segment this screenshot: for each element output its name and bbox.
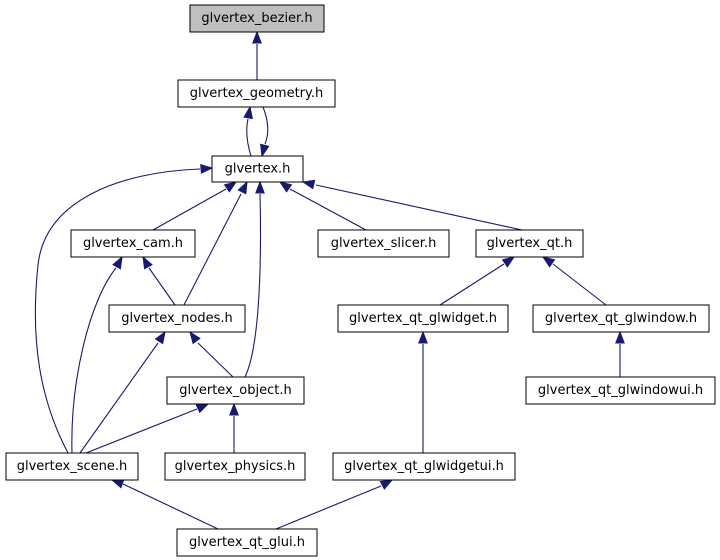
edge-physics-to-object <box>229 402 239 453</box>
edge-object-to-glvertex <box>244 180 265 378</box>
edge-line <box>552 263 607 306</box>
edge-line <box>79 342 159 454</box>
arrowhead-icon <box>501 256 516 268</box>
edge-line <box>246 118 252 157</box>
node-glvertex-nodes[interactable]: glvertex_nodes.h <box>108 304 246 333</box>
node-label: glvertex_bezier.h <box>201 11 312 26</box>
arrowhead-icon <box>229 402 239 416</box>
edge-line <box>148 267 176 306</box>
node-label: glvertex_scene.h <box>17 459 128 474</box>
edge-line <box>152 188 227 231</box>
edge-line <box>85 408 198 454</box>
edge-qt_glwindow-to-qt <box>541 256 607 306</box>
edge-scene-to-nodes <box>79 330 166 454</box>
node-label: glvertex_object.h <box>179 383 291 398</box>
edge-scene-to-cam <box>71 255 123 454</box>
arrowhead-icon <box>142 255 153 270</box>
arrowhead-icon <box>541 256 556 268</box>
arrowhead-icon <box>112 255 123 270</box>
edge-qt_glui-to-qt_glwidgetui <box>275 479 394 530</box>
edge-qt_glwindowui-to-qt_glwindow <box>615 330 625 377</box>
node-glvertex-slicer[interactable]: glvertex_slicer.h <box>317 229 450 258</box>
arrowhead-icon <box>243 105 253 120</box>
arrowhead-icon <box>223 181 238 193</box>
edge-slicer-to-glvertex <box>278 181 367 231</box>
arrowhead-icon <box>237 180 248 195</box>
edge-glvertex-to-geometry <box>243 105 253 157</box>
graph-nodes: glvertex_bezier.h glvertex_geometry.h gl… <box>5 4 716 557</box>
arrowhead-icon <box>252 30 262 44</box>
arrowhead-icon <box>301 179 316 190</box>
arrowhead-icon <box>255 180 265 194</box>
edge-line <box>315 184 523 231</box>
node-glvertex-qt-glwidget[interactable]: glvertex_qt_glwidget.h <box>337 304 509 333</box>
node-label: glvertex_qt.h <box>487 236 573 251</box>
node-label: glvertex_slicer.h <box>331 236 437 251</box>
node-glvertex[interactable]: glvertex.h <box>211 155 304 183</box>
node-glvertex-qt-glwidgetui[interactable]: glvertex_qt_glwidgetui.h <box>332 452 516 481</box>
edge-scene-to-glvertex <box>34 164 214 454</box>
edge-line <box>34 168 201 454</box>
graph-edges <box>34 30 625 530</box>
edge-object-to-nodes <box>189 330 234 378</box>
edge-line <box>289 188 367 231</box>
arrowhead-icon <box>615 330 625 344</box>
arrowhead-icon <box>379 479 394 490</box>
edge-line <box>275 485 382 530</box>
edge-line <box>439 263 505 306</box>
edge-geometry-to-bezier <box>252 30 262 80</box>
edge-line <box>244 193 262 378</box>
arrowhead-icon <box>200 164 214 174</box>
node-label: glvertex_qt_glwidget.h <box>349 311 497 326</box>
edge-geometry-to-glvertex <box>260 106 270 158</box>
node-glvertex-geometry[interactable]: glvertex_geometry.h <box>177 79 336 108</box>
edge-line <box>197 342 234 378</box>
edge-nodes-to-cam <box>142 255 176 306</box>
arrowhead-icon <box>154 330 166 345</box>
node-label: glvertex.h <box>225 162 291 177</box>
arrowhead-icon <box>260 143 270 158</box>
node-label: glvertex_qt_glwindow.h <box>545 311 697 326</box>
edge-line <box>183 193 242 306</box>
node-glvertex-physics[interactable]: glvertex_physics.h <box>164 452 306 481</box>
node-label: glvertex_qt_glui.h <box>189 535 305 550</box>
arrowhead-icon <box>189 330 201 345</box>
node-glvertex-object[interactable]: glvertex_object.h <box>166 376 305 405</box>
node-glvertex-cam[interactable]: glvertex_cam.h <box>70 229 196 258</box>
node-label: glvertex_cam.h <box>83 236 183 251</box>
node-glvertex-qt-glui[interactable]: glvertex_qt_glui.h <box>176 528 318 557</box>
edge-nodes-to-glvertex <box>183 180 248 306</box>
edge-line <box>262 106 269 145</box>
arrowhead-icon <box>278 181 293 193</box>
arrowhead-icon <box>418 330 428 344</box>
node-glvertex-scene[interactable]: glvertex_scene.h <box>5 452 139 481</box>
edge-qt_glwidget-to-qt <box>439 256 516 306</box>
edge-qt_glwidgetui-to-qt_glwidget <box>418 330 428 453</box>
edge-qt_glui-to-scene <box>110 479 219 530</box>
node-label: glvertex_nodes.h <box>121 311 233 326</box>
node-label: glvertex_physics.h <box>175 459 296 474</box>
node-label: glvertex_qt_glwidgetui.h <box>344 459 504 474</box>
node-label: glvertex_qt_glwindowui.h <box>538 383 703 398</box>
node-glvertex-bezier[interactable]: glvertex_bezier.h <box>189 4 325 33</box>
arrowhead-icon <box>110 479 125 489</box>
edge-line <box>71 267 117 454</box>
node-label: glvertex_geometry.h <box>190 86 323 101</box>
node-glvertex-qt-glwindowui[interactable]: glvertex_qt_glwindowui.h <box>525 376 716 405</box>
arrowhead-icon <box>195 403 210 414</box>
edge-cam-to-glvertex <box>152 181 238 231</box>
edge-line <box>122 483 219 530</box>
edge-scene-to-object <box>85 403 210 454</box>
node-glvertex-qt[interactable]: glvertex_qt.h <box>475 229 584 258</box>
edge-qt-to-glvertex <box>301 179 523 231</box>
node-glvertex-qt-glwindow[interactable]: glvertex_qt_glwindow.h <box>532 304 710 333</box>
